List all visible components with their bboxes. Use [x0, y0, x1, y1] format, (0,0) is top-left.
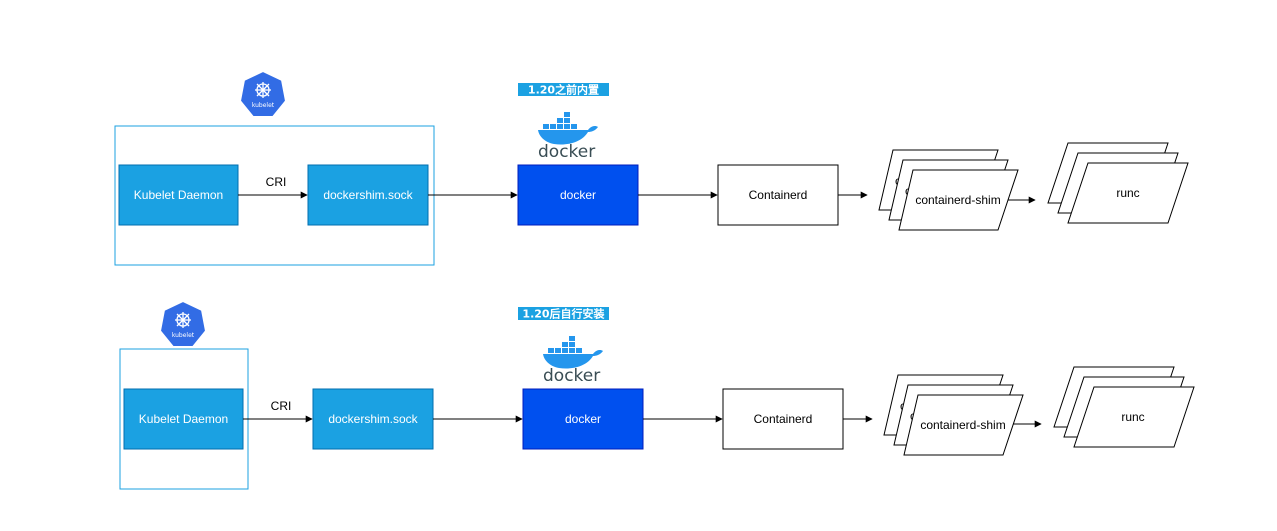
docker-logo-text: docker [543, 366, 600, 386]
version-tag-label: 1.20之前内置 [528, 83, 599, 97]
containerd-box[interactable]: Containerd [717, 164, 839, 226]
kubelet-icon-label: kubelet [252, 102, 275, 109]
docker-box[interactable]: docker [517, 164, 639, 226]
kubelet-daemon-box[interactable]: Kubelet Daemon [123, 388, 244, 450]
kubelet-k8s-icon: kubelet [238, 69, 288, 118]
runc-stack[interactable]: runc [1053, 366, 1195, 448]
dockershim-sock-label: dockershim.sock [328, 412, 418, 426]
row-2: kubelet Kubelet Daemon CRI dockershim.so… [119, 299, 1195, 490]
kubelet-k8s-icon: kubelet [158, 299, 208, 348]
docker-logo-text: docker [538, 142, 595, 162]
containerd-box-label: Containerd [754, 412, 813, 426]
row-1: kubelet Kubelet Daemon CRI dockershim.so… [114, 69, 1189, 266]
containerd-box-label: Containerd [749, 188, 808, 202]
docker-box[interactable]: docker [522, 388, 644, 450]
docker-logo-icon: docker [538, 112, 598, 162]
docker-box-label: docker [565, 412, 601, 426]
containerd-box[interactable]: Containerd [722, 388, 844, 450]
version-tag-label: 1.20后自行安装 [522, 307, 604, 321]
dockershim-sock-label: dockershim.sock [323, 188, 413, 202]
containerd-shim-label: containerd-shim [920, 418, 1005, 432]
cri-edge-label: CRI [271, 399, 292, 413]
containerd-shim-stack[interactable]: c c containerd-shim [878, 149, 1019, 231]
containerd-shim-stack[interactable]: c c containerd-shim [883, 374, 1024, 456]
runc-label: runc [1116, 186, 1139, 200]
dockershim-sock-box[interactable]: dockershim.sock [307, 164, 429, 226]
cri-edge-label: CRI [266, 175, 287, 189]
kubelet-daemon-label: Kubelet Daemon [134, 188, 223, 202]
runc-label: runc [1121, 410, 1144, 424]
docker-logo-icon: docker [543, 336, 603, 386]
kubelet-daemon-label: Kubelet Daemon [139, 412, 228, 426]
kubelet-icon-label: kubelet [172, 332, 195, 339]
containerd-shim-label: containerd-shim [915, 193, 1000, 207]
version-tag: 1.20之前内置 [518, 83, 609, 97]
docker-box-label: docker [560, 188, 596, 202]
kubelet-daemon-box[interactable]: Kubelet Daemon [118, 164, 239, 226]
version-tag: 1.20后自行安装 [518, 307, 609, 321]
runc-stack[interactable]: runc [1047, 142, 1189, 224]
dockershim-sock-box[interactable]: dockershim.sock [312, 388, 434, 450]
